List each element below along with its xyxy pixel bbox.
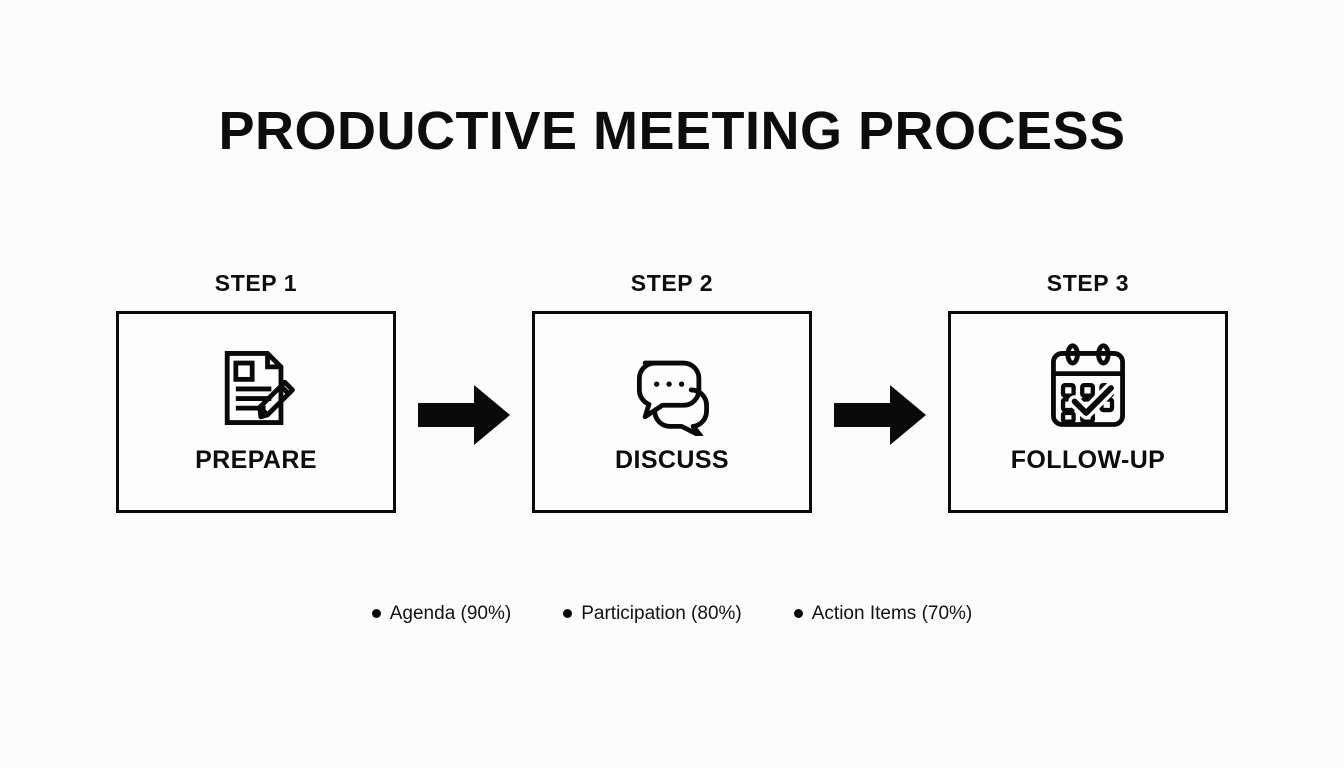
page-title: PRODUCTIVE MEETING PROCESS	[218, 101, 1126, 161]
step-1[interactable]: STEP 1 PREPARE	[116, 272, 396, 513]
step-3-name: FOLLOW-UP	[1010, 446, 1166, 474]
connector-2	[831, 272, 929, 518]
step-2-label: STEP 2	[630, 270, 714, 296]
legend-label-action-items: Action Items (70%)	[811, 603, 973, 624]
arrow-right-icon	[834, 384, 926, 445]
step-2-card[interactable]: DISCUSS	[532, 311, 812, 513]
document-pencil-icon	[224, 351, 295, 425]
step-2-name: DISCUSS	[615, 446, 729, 474]
step-2[interactable]: STEP 2 DISCUSS	[532, 272, 812, 513]
bullet-icon	[371, 609, 381, 618]
legend-item-participation: Participation (80%)	[563, 604, 742, 623]
step-1-name: PREPARE	[195, 446, 317, 474]
legend-item-agenda: Agenda (90%)	[371, 603, 512, 624]
process-flow: STEP 1 PREPARE	[116, 272, 1228, 518]
legend-item-action-items: Action Items (70%)	[793, 603, 973, 624]
step-1-label: STEP 1	[214, 270, 298, 296]
legend-label-agenda: Agenda (90%)	[389, 603, 512, 624]
step-3-card[interactable]: FOLLOW-UP	[948, 311, 1228, 513]
arrow-right-icon	[418, 384, 510, 445]
speech-bubbles-icon	[636, 360, 709, 436]
bullet-icon	[563, 609, 573, 618]
step-3[interactable]: STEP 3 FOLLOW	[948, 272, 1228, 513]
step-1-card[interactable]: PREPARE	[116, 311, 396, 513]
bullet-icon	[793, 609, 803, 618]
connector-1	[415, 272, 513, 518]
step-3-label: STEP 3	[1046, 270, 1130, 296]
legend: Agenda (90%) Participation (80%) Action …	[0, 604, 1344, 623]
legend-label-participation: Participation (80%)	[581, 603, 742, 624]
calendar-check-icon	[1051, 343, 1125, 427]
